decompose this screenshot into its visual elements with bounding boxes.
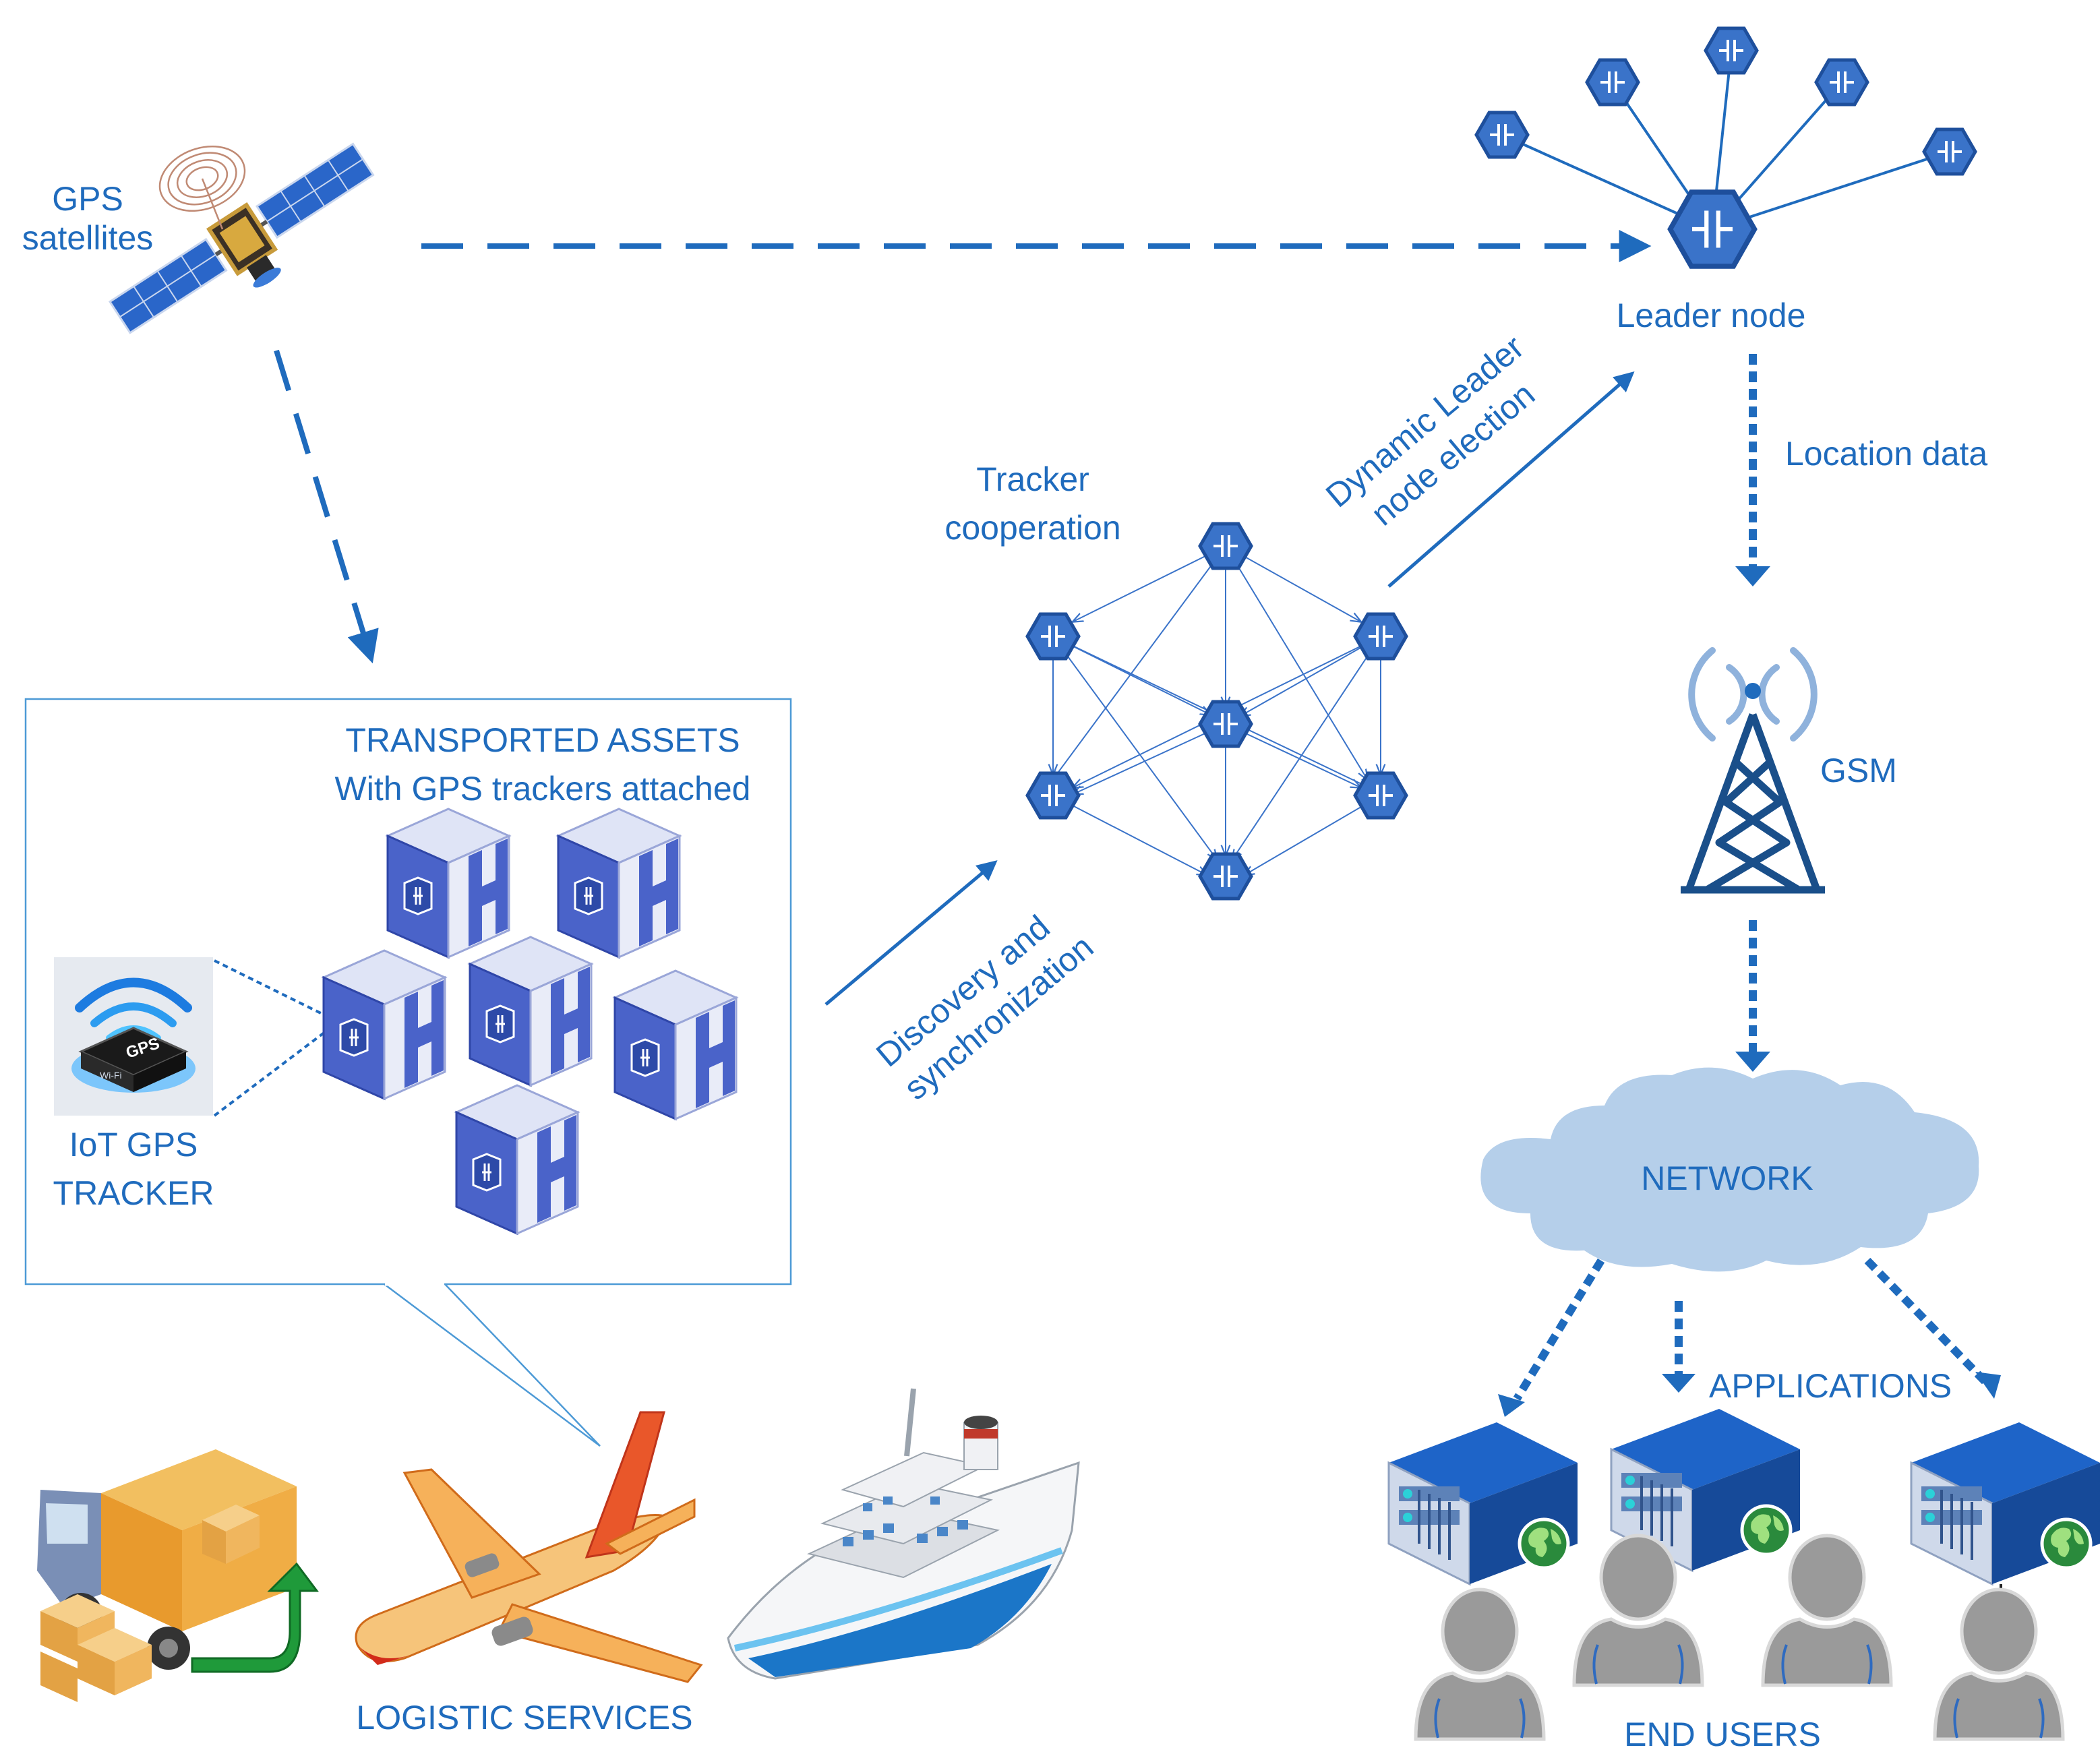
cruise-ship-icon [727,1388,1080,1680]
end-user-icon [1416,1590,1544,1739]
peer-node-icon [1816,60,1867,104]
applications-label: APPLICATIONS [1709,1367,1952,1405]
logistic-services-label: LOGISTIC SERVICES [356,1699,692,1736]
end-users-label: END USERS [1624,1716,1821,1753]
tracker-node-icon [1027,614,1079,659]
tracker-node-icon [1200,702,1251,746]
leader-node-icon [1671,192,1755,266]
network-to-applications-arrows [1498,1257,2001,1417]
gsm-to-network-arrowhead [1735,1052,1770,1072]
network-cloud-icon [1480,1067,1979,1272]
location-data-arrowhead [1735,566,1770,586]
discovery-label: Discovery andsynchronization [869,895,1100,1107]
tracker-node-icon [1355,614,1406,659]
tracker-callout-line [214,959,331,1019]
peer-node-icon [1476,113,1528,157]
leader-node-label: Leader node [1617,297,1806,334]
tracker-mesh [1027,524,1406,899]
asset-box-icon [386,808,510,959]
gps-satellite-icon [108,142,375,334]
discovery-arrow [824,860,998,1006]
network-label: NETWORK [1641,1159,1813,1197]
tracker-node-icon [1355,773,1406,818]
delivery-truck-icon [37,1449,319,1702]
asset-box-icon [469,936,593,1087]
leader-election-arrow [1387,371,1635,588]
tracker-callout-line [213,1027,332,1117]
satellite-to-assets-arrow [274,349,379,664]
asset-box-icon [613,969,738,1120]
application-server-icon [1389,1422,1578,1584]
end-user-icon [1763,1536,1891,1685]
gsm-tower-icon [1681,647,1825,894]
airplane-icon [355,1411,703,1683]
peer-node-icon [1587,60,1638,104]
location-data-label: Location data [1785,435,1987,473]
peer-node-icon [1706,28,1757,73]
asset-box-icon [557,808,681,959]
end-user-icon [1935,1590,2063,1739]
tracker-node-icon [1200,854,1251,899]
leader-node-cluster [1476,28,1975,266]
gsm-label: GSM [1820,752,1897,789]
iot-gps-tracker-icon: GPS Wi-Fi [54,957,213,1116]
peer-node-icon [1924,129,1975,174]
application-server-icon [1911,1422,2100,1584]
wifi-chip-label: Wi-Fi [100,1070,122,1081]
dynamic-election-label: Dynamic Leadernode election [1319,328,1559,548]
asset-box-icon [322,949,446,1100]
tracker-node-icon [1200,524,1251,568]
tracker-node-icon [1027,773,1079,818]
asset-box-icon [455,1084,579,1235]
